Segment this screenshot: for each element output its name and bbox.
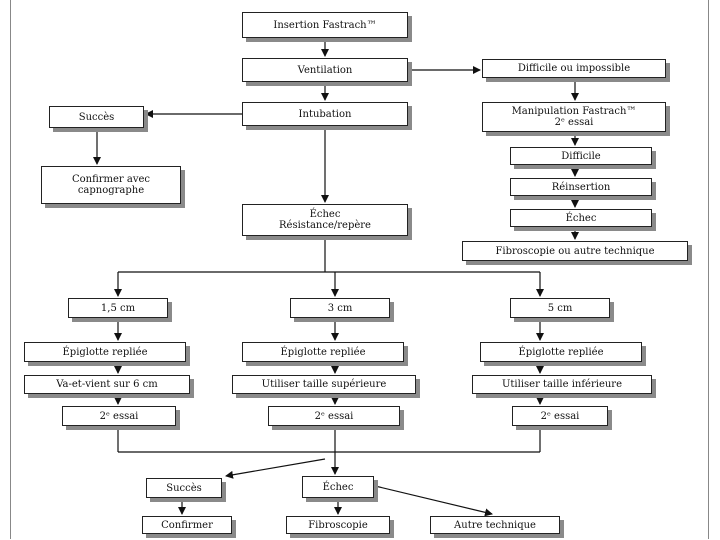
node-fibroscopie: Fibroscopie [286,516,390,534]
node-va-et-vient: Va-et-vient sur 6 cm [24,375,190,394]
node-echec-bottom: Échec [302,476,374,498]
label-intubation: Intubation [298,108,352,120]
label-difficile-ou-impossible: Difficile ou impossible [517,63,631,74]
label-confirmer-capno-1: Confirmer avec [71,174,151,185]
node-difficile-ou-impossible: Difficile ou impossible [482,59,666,78]
label-confirmer-capno-2: capnographe [77,185,145,196]
label-echec-right: Échec [565,212,597,224]
arrow-merge-succes [225,458,326,479]
label-insertion: Insertion Fastrach™ [273,19,377,31]
label-succes-top: Succès [78,111,115,123]
label-essai-3: 2ᵉ essai [540,410,580,422]
node-insertion-fastrach: Insertion Fastrach™ [242,12,408,38]
node-essai-3: 2ᵉ essai [512,406,608,426]
node-echec-resistance: Échec Résistance/repère [242,204,408,236]
label-confirmer: Confirmer [161,519,213,531]
label-manipulation-2: 2ᵉ essai [554,117,594,128]
label-fibroscopie: Fibroscopie [308,519,368,531]
node-confirmer-capnographe: Confirmer avec capnographe [41,166,181,204]
node-taille-superieure: Utiliser taille supérieure [232,375,416,394]
node-3-cm: 3 cm [290,298,390,318]
arrow-echec-autre [374,485,493,517]
label-echec-bottom: Échec [322,481,354,493]
label-epiglotte-2: Épiglotte repliée [280,346,366,358]
label-ventilation: Ventilation [297,64,353,76]
node-autre-technique: Autre technique [430,516,560,534]
label-difficile: Difficile [561,150,601,162]
node-succes-top: Succès [49,106,144,128]
label-3-cm: 3 cm [327,302,353,314]
label-reinsertion: Réinsertion [551,181,611,193]
node-1-5-cm: 1,5 cm [68,298,168,318]
node-essai-1: 2ᵉ essai [62,406,176,426]
label-va-et-vient: Va-et-vient sur 6 cm [56,379,158,390]
label-taille-inferieure: Utiliser taille inférieure [501,379,622,390]
label-echec-resistance-2: Résistance/repère [279,220,371,231]
node-epiglotte-1: Épiglotte repliée [24,342,186,362]
label-essai-2: 2ᵉ essai [314,410,354,422]
node-intubation: Intubation [242,102,408,126]
node-essai-2: 2ᵉ essai [268,406,400,426]
node-confirmer: Confirmer [142,516,232,534]
label-manipulation-1: Manipulation Fastrach™ [511,106,637,117]
node-echec-right: Échec [510,209,652,227]
label-epiglotte-3: Épiglotte repliée [518,346,604,358]
label-succes-bottom: Succès [166,482,202,494]
node-succes-bottom: Succès [146,478,222,498]
node-fibroscopie-ou-autre: Fibroscopie ou autre technique [462,241,688,261]
label-taille-superieure: Utiliser taille supérieure [261,379,387,390]
node-taille-inferieure: Utiliser taille inférieure [472,375,652,394]
label-epiglotte-1: Épiglotte repliée [62,346,148,358]
node-epiglotte-2: Épiglotte repliée [242,342,404,362]
node-reinsertion: Réinsertion [510,178,652,196]
node-epiglotte-3: Épiglotte repliée [480,342,642,362]
label-essai-1: 2ᵉ essai [99,410,139,422]
label-fibroscopie-ou-autre: Fibroscopie ou autre technique [495,245,655,257]
label-5-cm: 5 cm [547,302,573,314]
label-autre-technique: Autre technique [454,519,536,531]
node-manipulation-fastrach: Manipulation Fastrach™ 2ᵉ essai [482,102,666,132]
label-echec-resistance-1: Échec [309,209,341,220]
node-ventilation: Ventilation [242,58,408,82]
label-1-5-cm: 1,5 cm [100,302,136,314]
page-frame [10,0,709,539]
node-5-cm: 5 cm [510,298,610,318]
node-difficile: Difficile [510,147,652,165]
